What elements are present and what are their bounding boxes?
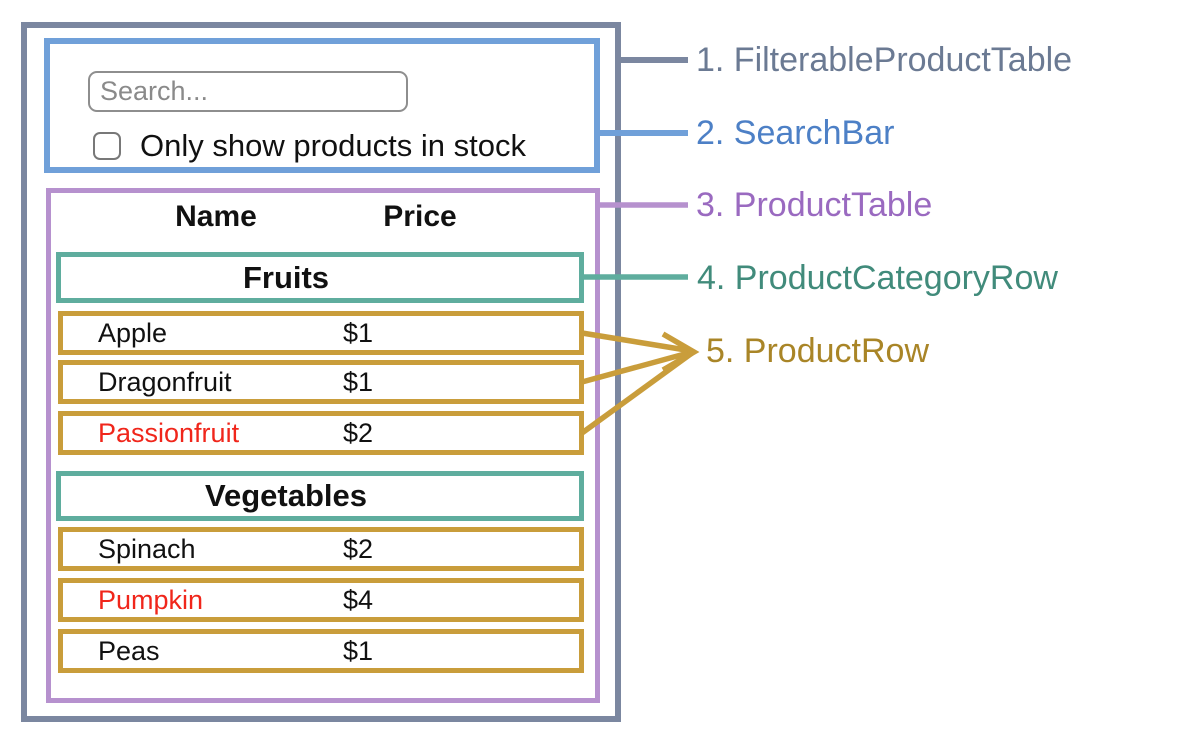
- legend-product-row: 5. ProductRow: [706, 332, 929, 370]
- product-name: Dragonfruit: [98, 367, 232, 397]
- product-price: $4: [343, 585, 374, 615]
- product-name: Passionfruit: [98, 418, 240, 448]
- product-price: $1: [343, 367, 374, 397]
- arrowhead-product-row: [661, 331, 700, 373]
- product-row: Apple $1: [58, 311, 584, 355]
- product-name: Peas: [98, 636, 160, 666]
- product-price: $2: [343, 534, 374, 564]
- product-price: $1: [343, 636, 374, 666]
- product-category-row-fruits: Fruits: [56, 252, 584, 303]
- product-row: Peas $1: [58, 629, 584, 673]
- product-price: $1: [343, 318, 374, 348]
- product-category-row-vegetables: Vegetables: [56, 471, 584, 521]
- in-stock-checkbox[interactable]: [93, 132, 121, 160]
- in-stock-checkbox-label: Only show products in stock: [140, 128, 526, 163]
- legend-product-table: 3. ProductTable: [696, 186, 933, 224]
- column-header-name: Name: [175, 200, 257, 233]
- product-row: Pumpkin $4: [58, 578, 584, 622]
- product-row: Dragonfruit $1: [58, 360, 584, 404]
- product-name: Apple: [98, 318, 168, 348]
- legend-product-category-row: 4. ProductCategoryRow: [697, 259, 1058, 297]
- product-name: Pumpkin: [98, 585, 204, 615]
- product-price: $2: [343, 418, 374, 448]
- product-name: Spinach: [98, 534, 196, 564]
- legend-filterable-product-table: 1. FilterableProductTable: [696, 41, 1073, 79]
- column-header-price: Price: [383, 200, 457, 233]
- legend-search-bar: 2. SearchBar: [696, 114, 895, 152]
- search-input[interactable]: [88, 71, 408, 112]
- product-row: Passionfruit $2: [58, 411, 584, 455]
- product-row: Spinach $2: [58, 527, 584, 571]
